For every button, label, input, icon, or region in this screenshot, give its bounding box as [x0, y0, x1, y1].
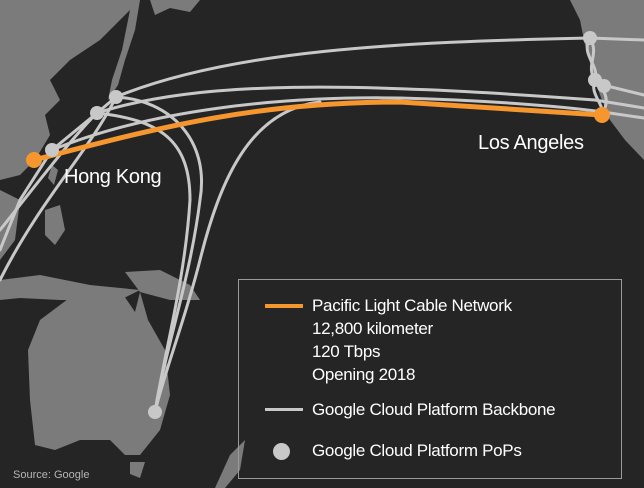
legend: Pacific Light Cable Network 12,800 kilom… [238, 279, 622, 479]
land-asia [0, 0, 140, 180]
pop-swatch-icon [273, 443, 290, 460]
source-credit: Source: Google [13, 469, 90, 481]
pop-dot [90, 106, 104, 120]
land-philippines [45, 205, 65, 245]
pops [45, 31, 611, 419]
pop-dot [45, 143, 59, 157]
backbone-line [0, 111, 99, 232]
hong-kong-dot [26, 152, 42, 168]
land-japan-north [150, 0, 200, 15]
land-new-zealand [215, 440, 245, 488]
backbone-lines [0, 36, 644, 414]
city-label-hong-kong: Hong Kong [64, 166, 162, 188]
city-label-los-angeles: Los Angeles [478, 132, 584, 154]
land-indonesia [0, 275, 140, 300]
pop-dot [583, 31, 597, 45]
legend-cable-name: Pacific Light Cable Network [312, 296, 512, 315]
land-taiwan [48, 165, 58, 185]
legend-cable-length: 12,800 kilometer [312, 319, 433, 338]
backbone-line [95, 111, 192, 414]
pop-dot [597, 79, 611, 93]
backbone-line [50, 96, 644, 152]
backbone-line [0, 95, 118, 282]
backbone-swatch [265, 408, 303, 411]
cable-swatch [265, 304, 303, 308]
backbone-line [95, 85, 644, 115]
legend-cable-opening: Opening 2018 [312, 365, 416, 384]
land-japan [108, 0, 140, 100]
legend-cable-capacity: 120 Tbps [312, 342, 381, 361]
legend-backbone: Google Cloud Platform Backbone [312, 400, 556, 419]
pop-dot [109, 90, 123, 104]
land-australia [28, 290, 170, 455]
pop-dot [148, 405, 162, 419]
land-tasmania [130, 462, 145, 478]
backbone-line [114, 36, 644, 99]
pacific-light-cable [31, 99, 605, 163]
los-angeles-dot [594, 107, 610, 123]
legend-pops: Google Cloud Platform PoPs [312, 441, 522, 460]
backbone-line [153, 100, 322, 414]
